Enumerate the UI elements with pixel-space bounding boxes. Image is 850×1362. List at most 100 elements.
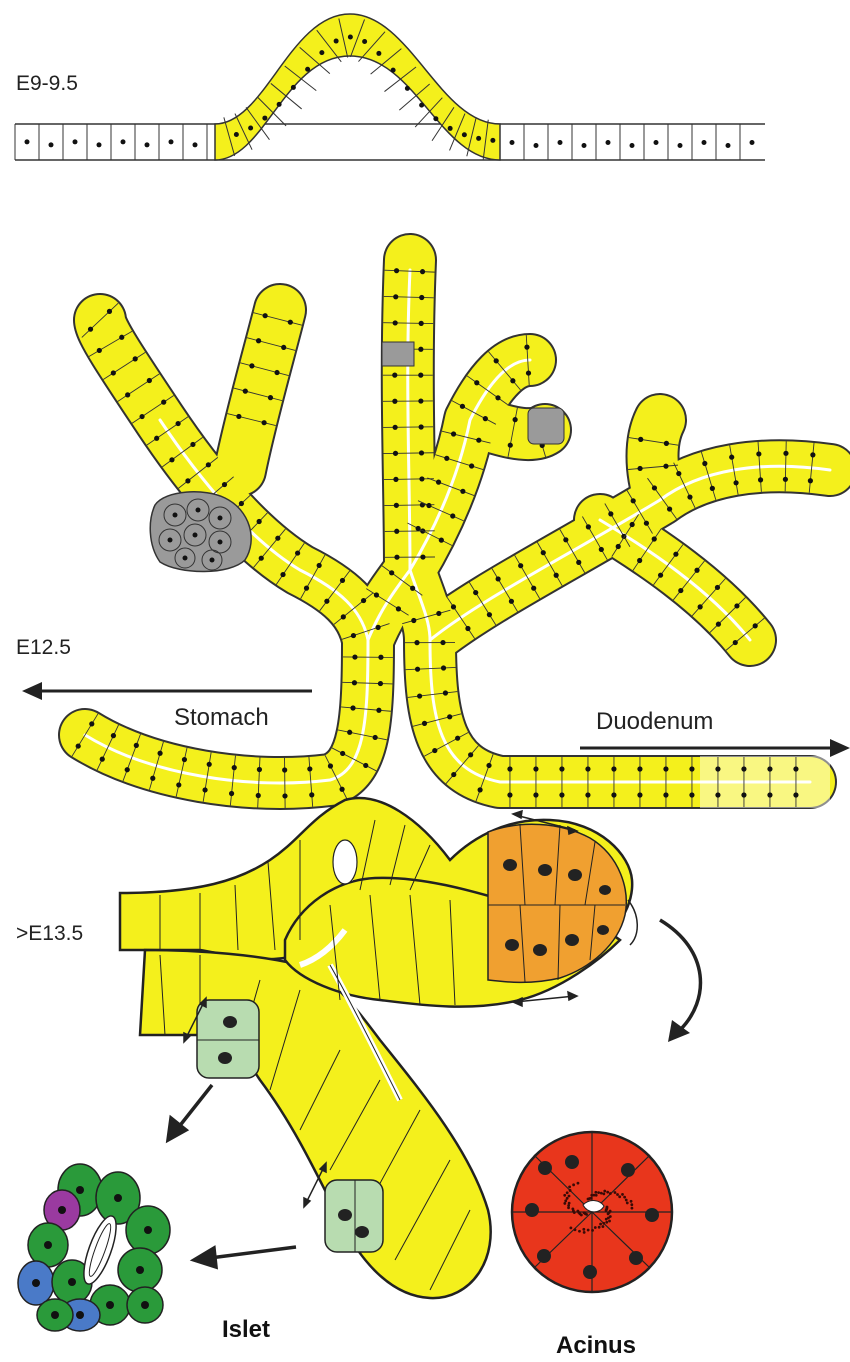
e12-nucleus bbox=[559, 792, 564, 797]
e12-nucleus bbox=[689, 766, 694, 771]
e12-nucleus bbox=[392, 373, 397, 378]
e12-nucleus bbox=[783, 451, 788, 456]
e12-nucleus bbox=[585, 766, 590, 771]
e12-nucleus bbox=[487, 612, 492, 617]
duodenum-arrow bbox=[580, 739, 850, 757]
e12-nucleus bbox=[729, 455, 734, 460]
e12-nucleus bbox=[652, 536, 657, 541]
e12-nucleus bbox=[676, 471, 681, 476]
acinus-granule bbox=[597, 1191, 600, 1194]
stomach-arrow bbox=[22, 682, 312, 700]
e12-nucleus bbox=[243, 389, 248, 394]
e12-nucleus bbox=[133, 356, 138, 361]
e12-nucleus bbox=[419, 450, 424, 455]
e12-nucleus bbox=[351, 633, 356, 638]
duodenum-label: Duodenum bbox=[596, 708, 713, 736]
e12-nucleus bbox=[88, 327, 93, 332]
e12-nucleus bbox=[753, 623, 758, 628]
acinus-granule bbox=[609, 1192, 612, 1195]
e12-nucleus bbox=[340, 751, 345, 756]
e12-nucleus bbox=[767, 792, 772, 797]
e12-nucleus bbox=[207, 762, 212, 767]
e12-nucleus bbox=[392, 399, 397, 404]
e12-nucleus bbox=[667, 506, 672, 511]
e12-nucleus bbox=[664, 441, 669, 446]
e12-nucleus bbox=[599, 547, 604, 552]
e9-nucleus bbox=[606, 140, 611, 145]
e12-nucleus bbox=[281, 345, 286, 350]
e12-nucleus bbox=[616, 544, 621, 549]
acinus-granule bbox=[605, 1218, 608, 1221]
islet-cluster bbox=[18, 1164, 170, 1331]
e12-nucleus bbox=[125, 767, 130, 772]
e9-nucleus bbox=[702, 140, 707, 145]
e12-nucleus bbox=[465, 626, 470, 631]
e12-nucleus bbox=[307, 766, 312, 771]
e9-bud-nucleus bbox=[490, 138, 495, 143]
e12-nucleus bbox=[440, 640, 445, 645]
acinus-granule bbox=[594, 1226, 597, 1229]
acinus-granule bbox=[568, 1185, 571, 1188]
e9-bud-nucleus bbox=[348, 35, 353, 40]
e12-nucleus bbox=[288, 320, 293, 325]
e12-nucleus bbox=[263, 313, 268, 318]
e12-nucleus bbox=[678, 588, 683, 593]
e12-nucleus bbox=[363, 763, 368, 768]
e12-nucleus bbox=[715, 766, 720, 771]
acinus-granule bbox=[566, 1191, 569, 1194]
e12-nucleus bbox=[687, 494, 692, 499]
e12-nucleus bbox=[339, 787, 344, 792]
e12-nucleus bbox=[393, 477, 398, 482]
e12-nucleus bbox=[507, 792, 512, 797]
e12-nucleus bbox=[111, 370, 116, 375]
e12-nucleus bbox=[239, 501, 244, 506]
e12-nucleus bbox=[526, 370, 531, 375]
e12-nucleus bbox=[340, 578, 345, 583]
e9-bud bbox=[215, 14, 500, 160]
acinus-granule bbox=[607, 1212, 610, 1215]
e9-bud-nucleus bbox=[234, 132, 239, 137]
e12-nucleus bbox=[418, 373, 423, 378]
e12-nucleus bbox=[125, 392, 130, 397]
e12-nucleus bbox=[417, 693, 422, 698]
acinus-granule bbox=[605, 1209, 608, 1212]
e12-nucleus bbox=[393, 451, 398, 456]
e12-nucleus bbox=[524, 345, 529, 350]
acinus-granule bbox=[591, 1229, 594, 1232]
e12-nucleus bbox=[352, 654, 357, 659]
acinus-granule bbox=[572, 1183, 575, 1186]
e12-nucleus bbox=[185, 478, 190, 483]
e12-nucleus bbox=[393, 294, 398, 299]
e12-nucleus bbox=[394, 555, 399, 560]
acinus-granule bbox=[563, 1202, 566, 1205]
e12-nucleus bbox=[176, 421, 181, 426]
e12-nucleus bbox=[715, 585, 720, 590]
acinus-granule bbox=[598, 1226, 601, 1229]
e12-nucleus bbox=[734, 603, 739, 608]
e12-nucleus bbox=[347, 730, 352, 735]
e9-bud-nucleus bbox=[376, 51, 381, 56]
e12-nucleus bbox=[585, 792, 590, 797]
acinus-granule bbox=[569, 1226, 572, 1229]
e12-nucleus bbox=[793, 792, 798, 797]
acinus-granule bbox=[616, 1193, 619, 1196]
e13-panel bbox=[18, 798, 700, 1331]
e12-nucleus bbox=[309, 792, 314, 797]
e12-nucleus bbox=[275, 536, 280, 541]
e12-nucleus bbox=[282, 767, 287, 772]
e12-nucleus bbox=[652, 485, 657, 490]
acinus-granule bbox=[564, 1199, 567, 1202]
stage-label-e9: E9-9.5 bbox=[16, 72, 78, 96]
acinus-granule bbox=[603, 1190, 606, 1193]
e12-nucleus bbox=[206, 462, 211, 467]
islet-label: Islet bbox=[222, 1316, 270, 1344]
e12-nucleus bbox=[474, 380, 479, 385]
e9-bud-nucleus bbox=[305, 67, 310, 72]
acinus-granule bbox=[606, 1191, 609, 1194]
e12-nucleus bbox=[694, 568, 699, 573]
e12-nucleus bbox=[658, 573, 663, 578]
e12-nucleus bbox=[586, 524, 591, 529]
e12-nucleus bbox=[376, 708, 381, 713]
acinus-granule bbox=[577, 1182, 580, 1185]
